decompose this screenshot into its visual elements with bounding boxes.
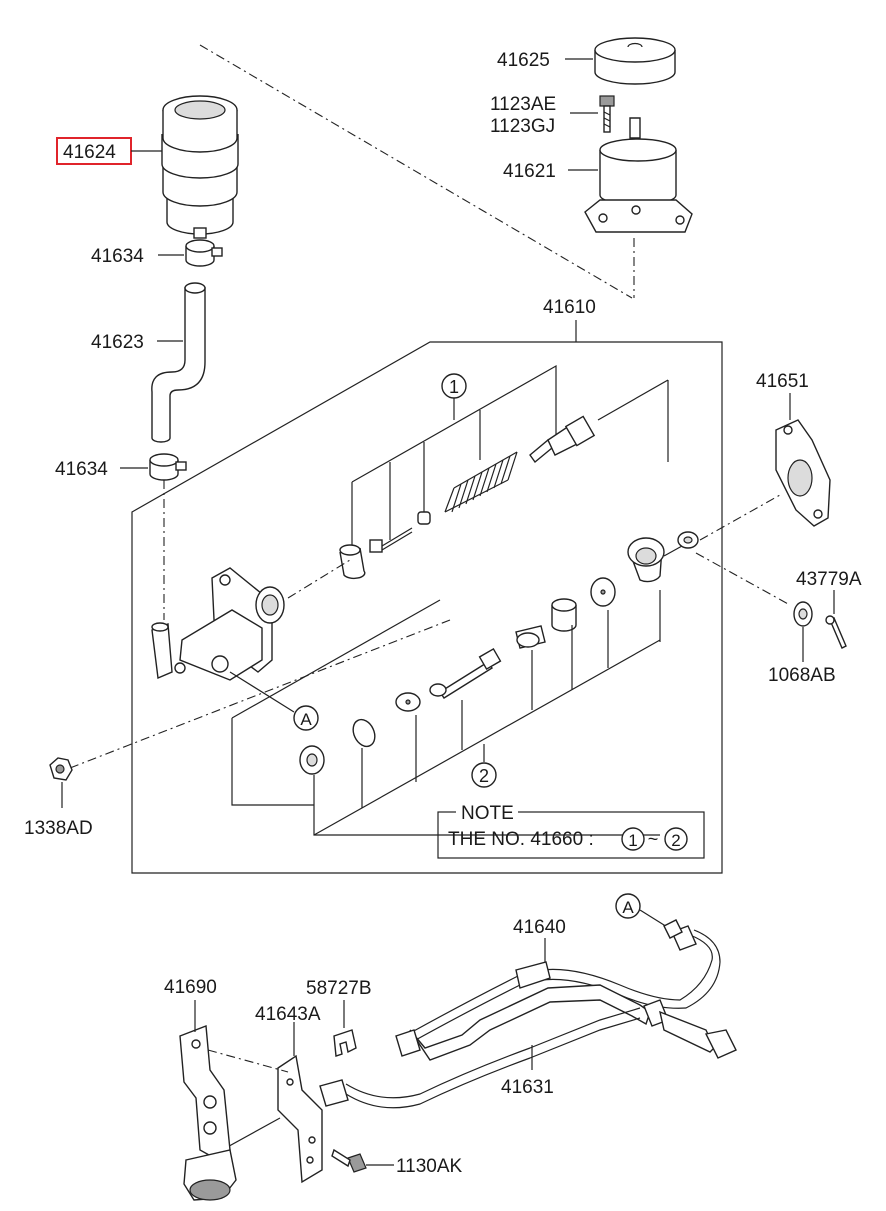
label-41621: 41621 [503,161,556,182]
callout-circle-2-text: 2 [479,766,489,786]
note-box: NOTE THE NO. 41660 : 1 ~ 2 [437,802,705,859]
callout-circle-1-text: 1 [449,377,459,397]
piston-washer [551,598,577,632]
spacer-washer [395,692,421,712]
clip-58727B [333,1029,357,1057]
label-1130AK: 1130AK [396,1156,463,1177]
label-41640: 41640 [513,917,566,938]
ref-a-pipe-text: A [622,898,634,917]
note-range-sep: ~ [648,829,659,849]
push-rod [429,647,502,699]
label-41690: 41690 [164,977,217,998]
note-range-from: 1 [628,831,637,850]
reservoir-hose-41623 [151,282,206,443]
hose-clamp-41634-top [185,239,223,267]
label-1068AB: 1068AB [768,665,836,686]
ref-a-box-text: A [300,710,312,729]
clevis-eye [663,531,699,557]
retainer-washer [299,745,325,775]
piston-assembly [515,625,546,649]
label-41634-top: 41634 [91,246,144,267]
dust-boot [590,577,616,607]
callout-circle-2 [471,762,497,788]
label-41625: 41625 [497,50,550,71]
label-41631: 41631 [501,1077,554,1098]
clutch-master-cylinder-body [151,567,285,681]
note-range-to: 2 [671,831,680,850]
return-spring [444,451,518,513]
label-43779A: 43779A [796,569,862,590]
label-1123AE: 1123AE [490,94,556,115]
note-text: THE NO. 41660 : [448,829,594,850]
assembly-41610-frame [131,341,723,874]
clutch-hose-41631 [319,984,737,1109]
washer-1068AB [793,601,813,627]
bolt-1130AK [331,1148,367,1173]
reservoir-port-boot [627,537,665,583]
note-circle-from [621,827,645,851]
piston-seal-cup [339,544,366,580]
ref-a-callout-box [293,705,319,731]
note-circle-to [664,827,688,851]
piston-rod-head [529,415,596,464]
label-41610: 41610 [543,297,596,318]
gasket-41651 [775,419,831,527]
reservoir-cap-41625 [594,37,676,85]
label-41623: 41623 [91,332,144,353]
bolt-1123AE [599,95,615,133]
spring-seat [417,511,431,525]
push-pin [369,527,413,553]
reservoir-41624 [161,95,239,239]
note-title: NOTE [461,803,514,824]
label-41643A: 41643A [255,1004,321,1025]
ref-a-callout-pipe [615,893,641,919]
label-41651: 41651 [756,371,809,392]
bracket-41643A [277,1054,323,1184]
bracket-41690 [179,1025,237,1201]
label-1338AD: 1338AD [24,818,93,839]
reservoir-bracket-41621 [584,117,693,233]
hose-clamp-41634-mid [149,453,187,481]
label-58727B: 58727B [306,978,372,999]
label-1123GJ: 1123GJ [490,116,555,137]
label-41634-mid: 41634 [55,459,108,480]
o-ring [352,718,376,748]
nut-1338AD [49,757,73,781]
split-pin-43779A [825,615,847,649]
label-41624: 41624 [63,142,116,163]
